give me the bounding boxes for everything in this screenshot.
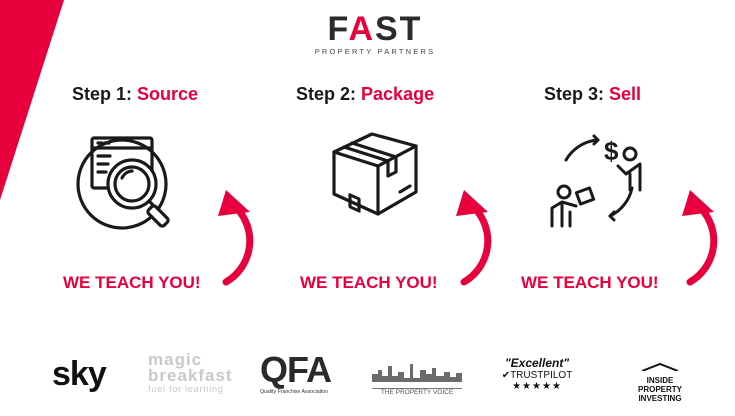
teach-label-3: WE TEACH YOU! xyxy=(521,273,659,292)
sky-logo: sky xyxy=(52,355,107,393)
exchange-icon: $ xyxy=(550,134,642,228)
teach-label-2: WE TEACH YOU! xyxy=(300,273,438,292)
svg-text:$: $ xyxy=(604,136,619,166)
logo-tagline: PROPERTY PARTNERS xyxy=(314,47,436,56)
roof-icon xyxy=(641,362,679,372)
logo-wordmark: FAST xyxy=(327,10,423,48)
red-corner-decoration xyxy=(0,0,64,200)
curved-arrow-icon xyxy=(682,190,718,286)
curved-arrow-icon xyxy=(218,190,254,286)
search-listing-icon xyxy=(76,136,170,230)
property-voice-logo: THE PROPERTY VOICE xyxy=(372,362,462,396)
qfa-logo: QFA Quality Franchise Association xyxy=(260,349,332,396)
fast-logo: FAST PROPERTY PARTNERS xyxy=(310,12,440,58)
step-1-title: Step 1: Source xyxy=(72,84,199,104)
teach-label-1: WE TEACH YOU! xyxy=(63,273,201,292)
curved-arrow-icon xyxy=(456,190,492,286)
skyline-icon xyxy=(372,364,462,382)
rating-stars: ★★★★★ xyxy=(512,381,562,392)
magic-breakfast-logo: magic breakfast fuel for learning xyxy=(148,350,233,395)
trustpilot-star-icon: ✔ xyxy=(501,370,511,381)
step-3-title: Step 3: Sell xyxy=(544,84,642,104)
inside-property-investing-logo: INSIDE PROPERTY INVESTING xyxy=(635,358,685,403)
trustpilot-rating: "Excellent" ✔TRUSTPILOT ★★★★★ xyxy=(496,356,578,392)
box-icon xyxy=(332,132,418,216)
step-2-title: Step 2: Package xyxy=(296,84,435,104)
